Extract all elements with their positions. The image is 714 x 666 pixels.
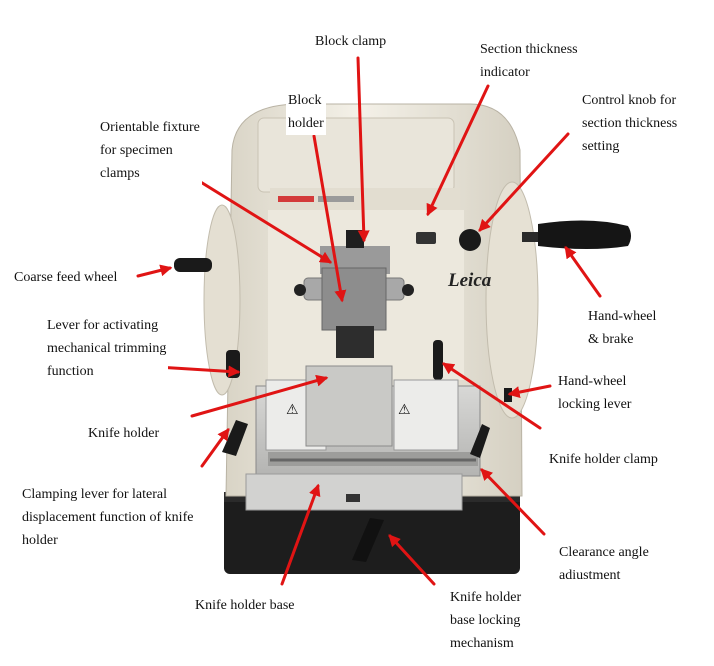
arrow-base-locking xyxy=(388,534,436,586)
arrow-knife-holder-clamp xyxy=(442,362,542,430)
knife-holder-plate xyxy=(255,365,481,477)
warning-icon: ⚠ xyxy=(398,402,411,418)
arrow-orientable-fixture xyxy=(176,166,333,264)
arrow-knife-holder xyxy=(190,374,329,418)
label-clamping-lever: Clamping lever for lateral displacement … xyxy=(20,483,196,552)
label-lever-trimming: Lever for activating mechanical trimming… xyxy=(45,314,169,383)
knife-holder-clamp-lever xyxy=(433,340,443,380)
label-block-clamp: Block clamp xyxy=(313,30,389,53)
control-knob xyxy=(459,229,481,251)
label-base-locking: Knife holder base locking mechanism xyxy=(448,586,524,655)
arrow-block-holder xyxy=(312,134,347,303)
label-section-thickness-indicator: Section thickness indicator xyxy=(478,38,580,84)
hand-wheel-handle xyxy=(522,220,631,249)
label-knife-holder-clamp: Knife holder clamp xyxy=(547,448,660,471)
knife-holder-base-part xyxy=(245,473,463,511)
label-hand-wheel-locking-lever: Hand-wheel locking lever xyxy=(556,370,634,416)
annotation-arrows xyxy=(106,56,602,586)
arrow-control-knob xyxy=(478,132,570,232)
label-knife-holder-base: Knife holder base xyxy=(193,594,297,617)
section-thickness-window xyxy=(416,232,436,244)
arrow-hand-wheel-locking-lever xyxy=(507,384,552,399)
label-block-holder: Block holder xyxy=(286,89,326,135)
label-control-knob: Control knob for section thickness setti… xyxy=(580,89,680,158)
specimen-head xyxy=(294,230,414,358)
label-hand-wheel-brake: Hand-wheel & brake xyxy=(586,305,659,351)
label-clearance-angle: Clearance angle adiustment xyxy=(557,541,651,587)
coarse-feed-knob xyxy=(174,258,212,272)
arrow-block-clamp xyxy=(356,56,370,243)
arrow-section-thickness-indicator xyxy=(426,84,490,217)
clamping-lever-right xyxy=(470,424,490,458)
arrow-knife-holder-base xyxy=(280,483,321,586)
arrow-hand-wheel-brake xyxy=(564,246,602,298)
arrow-clearance-angle xyxy=(480,468,546,536)
label-knife-holder: Knife holder xyxy=(86,422,162,445)
trimming-lever xyxy=(226,350,240,378)
base-locking-lever xyxy=(352,518,384,562)
arrow-coarse-feed-wheel xyxy=(136,264,173,278)
clamping-lever-left xyxy=(222,420,248,456)
label-orientable-fixture: Orientable fixture for specimen clamps xyxy=(98,116,202,185)
leica-logo: Leica xyxy=(447,270,492,291)
warning-icon: ⚠ xyxy=(286,402,299,418)
label-coarse-feed-wheel: Coarse feed wheel xyxy=(12,266,120,289)
arrow-clamping-lever xyxy=(200,428,230,468)
